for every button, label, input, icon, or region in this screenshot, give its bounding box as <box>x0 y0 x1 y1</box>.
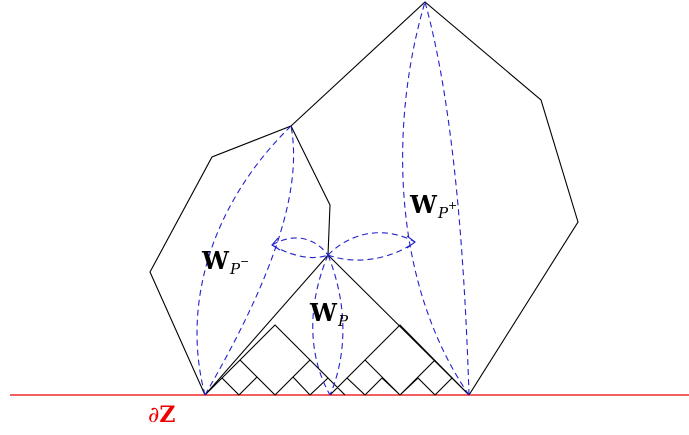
label-wp-plus-main: W <box>410 190 437 219</box>
polygon-wp-minus <box>149 125 331 396</box>
label-wp-minus-sub: P <box>229 260 241 278</box>
label-wp-minus-main: W <box>202 246 229 275</box>
label-wp-plus: WP+ <box>410 190 458 222</box>
dashed-curves-wp-minus <box>196 125 295 396</box>
label-wp-plus-sub: P <box>437 204 449 222</box>
dashed-curves-wp-plus <box>402 1 470 396</box>
label-boundary-partial: ∂ <box>148 403 160 428</box>
zigzag-lattice <box>204 324 470 396</box>
label-wp-minus-sup: − <box>240 255 250 268</box>
polygon-wp-plus <box>290 1 579 396</box>
label-wp: WP <box>310 298 349 330</box>
label-boundary: ∂Z <box>148 402 175 428</box>
label-wp-sub: P <box>337 312 349 330</box>
label-boundary-symbol: Z <box>159 402 176 428</box>
label-wp-main: W <box>310 298 337 327</box>
dashed-curves-wp <box>312 254 344 396</box>
label-wp-minus: WP− <box>202 246 250 278</box>
dashed-lens-arcs <box>271 232 416 261</box>
label-wp-plus-sup: + <box>448 199 458 212</box>
